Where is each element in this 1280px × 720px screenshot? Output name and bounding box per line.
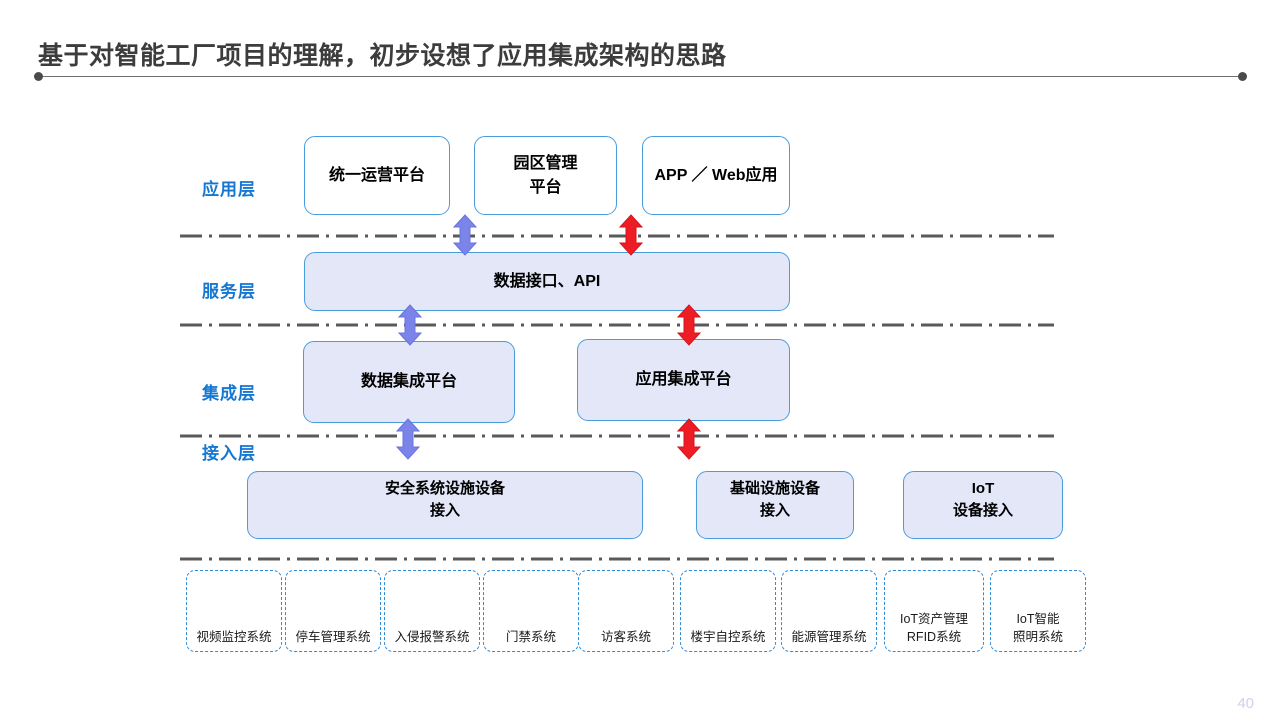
service-box-data-interface-api[interactable]: 数据接口、API bbox=[304, 252, 790, 311]
connector-arrow-service-integration-right-icon bbox=[676, 304, 702, 346]
subsystem-box-parking-management-label-1: 停车管理系统 bbox=[295, 629, 371, 644]
app-box-unified-operation-platform-label: 统一运营平台 bbox=[328, 166, 425, 184]
integration-box-data-integration-platform[interactable]: 数据集成平台 bbox=[303, 341, 515, 423]
subsystem-box-iot-smart-lighting-label-2: 照明系统 bbox=[1012, 629, 1063, 644]
app-box-unified-operation-platform[interactable]: 统一运营平台 bbox=[304, 136, 450, 215]
divider-line-2 bbox=[180, 323, 1054, 327]
app-box-app-web-application[interactable]: APP ／ Web应用 bbox=[642, 136, 790, 215]
subsystem-box-parking-management[interactable]: 停车管理系统 bbox=[285, 570, 381, 652]
app-box-park-management-platform[interactable]: 园区管理 平台 bbox=[474, 136, 617, 215]
subsystem-box-intrusion-alarm-label-1: 入侵报警系统 bbox=[394, 629, 470, 644]
connector-arrow-service-integration-left-icon bbox=[397, 304, 423, 346]
access-box-iot-device-access[interactable]: IoT 设备接入 bbox=[903, 471, 1063, 539]
connector-arrow-app-service-left-icon bbox=[452, 214, 478, 256]
subsystem-box-iot-asset-rfid-label-1: IoT资产管理 bbox=[899, 611, 969, 626]
app-box-park-management-platform-label-1: 园区管理 bbox=[513, 155, 578, 173]
access-box-security-system-equipment-label-2: 接入 bbox=[429, 501, 460, 519]
subsystem-box-intrusion-alarm[interactable]: 入侵报警系统 bbox=[384, 570, 480, 652]
access-box-infrastructure-equipment-label-1: 基础设施设备 bbox=[729, 480, 820, 497]
subsystem-box-access-control-label-1: 门禁系统 bbox=[505, 629, 556, 644]
subsystem-box-energy-management[interactable]: 能源管理系统 bbox=[781, 570, 877, 652]
subsystem-box-video-surveillance-label-1: 视频监控系统 bbox=[196, 629, 272, 644]
subsystem-box-iot-smart-lighting[interactable]: IoT智能 照明系统 bbox=[990, 570, 1086, 652]
subsystem-box-video-surveillance[interactable]: 视频监控系统 bbox=[186, 570, 282, 652]
page-title: 基于对智能工厂项目的理解，初步设想了应用集成架构的思路 bbox=[38, 42, 727, 70]
subsystem-box-visitor-system-label-1: 访客系统 bbox=[600, 629, 651, 644]
divider-line-1 bbox=[180, 234, 1054, 238]
access-box-iot-device-access-label-1: IoT bbox=[971, 480, 995, 497]
access-box-security-system-equipment[interactable]: 安全系统设施设备 接入 bbox=[247, 471, 643, 539]
connector-arrow-integration-access-left-icon bbox=[395, 418, 421, 460]
title-underline bbox=[40, 75, 1243, 78]
divider-line-3 bbox=[180, 434, 1054, 438]
connector-arrow-app-service-right-icon bbox=[618, 214, 644, 256]
subsystem-box-energy-management-label-1: 能源管理系统 bbox=[791, 629, 867, 644]
page-number: 40 bbox=[1237, 695, 1254, 712]
divider-line-4 bbox=[180, 557, 1054, 561]
access-box-infrastructure-equipment[interactable]: 基础设施设备 接入 bbox=[696, 471, 854, 539]
subsystem-box-building-automation-label-1: 楼宇自控系统 bbox=[690, 629, 766, 644]
layer-label-service: 服务层 bbox=[202, 282, 256, 301]
layer-label-access: 接入层 bbox=[202, 444, 256, 463]
access-box-iot-device-access-label-2: 设备接入 bbox=[952, 501, 1013, 519]
app-box-park-management-platform-label-2: 平台 bbox=[529, 178, 562, 196]
access-box-security-system-equipment-label-1: 安全系统设施设备 bbox=[384, 480, 505, 497]
access-box-infrastructure-equipment-label-2: 接入 bbox=[759, 501, 790, 519]
title-dot-right-icon bbox=[1238, 72, 1247, 81]
integration-box-application-integration-platform-label: 应用集成平台 bbox=[635, 371, 732, 389]
subsystem-box-building-automation[interactable]: 楼宇自控系统 bbox=[680, 570, 776, 652]
integration-box-application-integration-platform[interactable]: 应用集成平台 bbox=[577, 339, 790, 421]
subsystem-box-visitor-system[interactable]: 访客系统 bbox=[578, 570, 674, 652]
title-dot-left-icon bbox=[34, 72, 43, 81]
layer-label-integration: 集成层 bbox=[202, 384, 256, 403]
app-box-app-web-application-label: APP ／ Web应用 bbox=[654, 166, 778, 184]
subsystem-box-iot-asset-rfid[interactable]: IoT资产管理 RFID系统 bbox=[884, 570, 984, 652]
layer-label-application: 应用层 bbox=[202, 180, 256, 199]
integration-box-data-integration-platform-label: 数据集成平台 bbox=[360, 373, 457, 391]
connector-arrow-integration-access-right-icon bbox=[676, 418, 702, 460]
service-box-data-interface-api-label: 数据接口、API bbox=[493, 272, 601, 290]
subsystem-box-iot-smart-lighting-label-1: IoT智能 bbox=[1016, 611, 1060, 626]
subsystem-box-access-control[interactable]: 门禁系统 bbox=[483, 570, 579, 652]
subsystem-box-iot-asset-rfid-label-2: RFID系统 bbox=[906, 629, 962, 644]
